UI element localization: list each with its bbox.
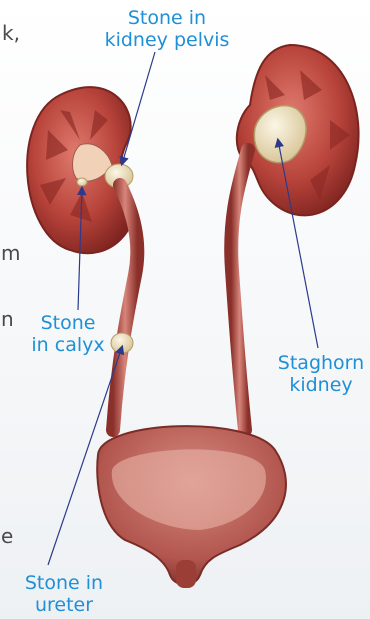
cut-text-2: m bbox=[1, 242, 20, 264]
ureter-stone bbox=[111, 333, 133, 353]
label-stone-in-calyx: Stone in calyx bbox=[22, 312, 114, 356]
label-stone-in-kidney-pelvis: Stone in kidney pelvis bbox=[92, 7, 242, 51]
label-staghorn-line2: kidney bbox=[272, 374, 370, 396]
label-pelvis-line2: kidney pelvis bbox=[92, 29, 242, 51]
label-stone-in-ureter: Stone in ureter bbox=[14, 572, 114, 616]
calyx-stone bbox=[77, 178, 87, 186]
label-ureter-line2: ureter bbox=[14, 594, 114, 616]
label-pelvis-line1: Stone in bbox=[92, 7, 242, 29]
label-calyx-line1: Stone bbox=[22, 312, 114, 334]
cut-text-4: e bbox=[1, 525, 13, 547]
label-calyx-line2: in calyx bbox=[22, 334, 114, 356]
cut-text-1: k, bbox=[2, 22, 20, 44]
urethra bbox=[176, 560, 196, 588]
label-staghorn-kidney: Staghorn kidney bbox=[272, 352, 370, 396]
cut-text-3: n bbox=[1, 308, 14, 330]
label-ureter-line1: Stone in bbox=[14, 572, 114, 594]
label-staghorn-line1: Staghorn bbox=[272, 352, 370, 374]
